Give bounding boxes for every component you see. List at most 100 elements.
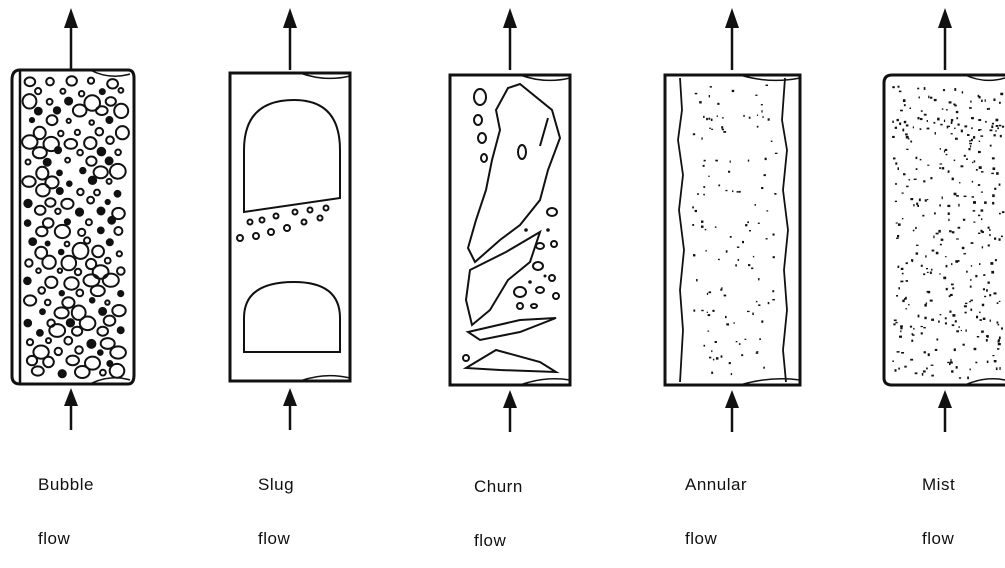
mist-droplet [963,219,965,221]
mist-droplet [961,130,963,133]
mist-droplet [925,255,926,257]
mist-droplet [970,309,972,311]
mist-droplet [924,351,926,353]
droplet [755,95,757,96]
mist-droplet [967,134,970,136]
label-slug-line2: flow [258,530,294,548]
mist-droplet [903,173,906,175]
mist-droplet [927,165,929,166]
droplet [755,204,757,206]
bubble [35,108,42,115]
mist-droplet [900,330,901,332]
droplet [736,341,738,342]
bubble [100,89,105,94]
mist-droplet [970,101,971,103]
droplet [766,85,769,86]
mist-droplet [964,155,966,157]
mist-droplet [912,333,914,335]
mist-droplet [949,230,952,232]
mist-droplet [904,366,906,368]
mist-droplet [910,359,913,361]
mist-droplet [894,320,897,322]
inlet-arrow-slug [283,388,297,430]
mist-droplet [956,238,959,239]
mist-droplet [900,123,902,126]
mist-droplet [951,133,953,134]
mist-droplet [919,199,921,202]
mist-droplet [895,322,897,323]
mist-droplet [987,361,989,363]
label-slug-flow: Slug flow [258,440,294,566]
mist-droplet [898,287,900,289]
mist-droplet [927,199,928,200]
mist-droplet [950,359,951,362]
bubble [98,350,103,355]
bubble [77,189,83,195]
mist-droplet [931,269,933,271]
droplet [729,362,731,364]
bubble [76,290,83,297]
mist-droplet [1002,211,1005,213]
mist-droplet [978,215,980,217]
droplet [711,372,713,374]
label-annular-line1: Annular [685,476,747,494]
bubble [24,200,31,207]
mist-droplet [927,120,928,122]
mist-droplet [948,170,950,172]
mist-droplet [969,143,972,145]
mist-droplet [990,262,993,265]
bubble [106,136,114,144]
droplet [696,279,698,281]
bubble [32,366,44,375]
mist-droplet [970,145,971,147]
droplet [741,354,743,356]
droplet [773,234,775,236]
mist-droplet [897,119,899,121]
mist-droplet [974,160,976,162]
mist-droplet [994,134,996,136]
bubble [77,150,83,156]
mist-droplet [921,332,923,334]
mist-droplet [951,119,953,122]
droplet [711,350,712,352]
mist-droplet [930,97,932,99]
mist-droplet [918,315,920,318]
mist-droplet [972,196,974,198]
droplet [695,210,697,212]
bubble [118,327,124,333]
mist-droplet [896,222,898,223]
mist-droplet [927,128,930,130]
mist-droplet [913,126,914,128]
label-churn-line1: Churn [474,478,523,496]
droplet [717,116,718,117]
mist-droplet [940,163,943,164]
mist-droplet [912,260,913,262]
bubble [58,131,63,136]
mist-droplet [926,368,928,370]
bubble [27,339,33,345]
mist-droplet [908,304,910,305]
mist-droplet [942,196,943,199]
bubble [64,337,72,345]
mist-droplet [945,317,947,319]
bubble [25,220,31,226]
mist-droplet [892,136,895,138]
droplet [737,247,739,248]
bubble [98,228,104,234]
mist-droplet [920,159,922,161]
mist-droplet [974,348,977,350]
mist-droplet [896,295,898,297]
bubble [67,119,71,123]
label-mist-flow: Mist flow [922,440,955,566]
mist-droplet [913,204,914,206]
mist-droplet [926,268,928,269]
droplet [768,118,770,120]
mist-droplet [992,202,994,205]
droplet [697,193,699,195]
mist-droplet [969,301,971,302]
droplet [756,351,758,352]
mist-droplet [986,289,988,292]
mist-droplet [946,109,948,110]
pipe-bubble [12,70,134,384]
mist-droplet [898,167,900,170]
